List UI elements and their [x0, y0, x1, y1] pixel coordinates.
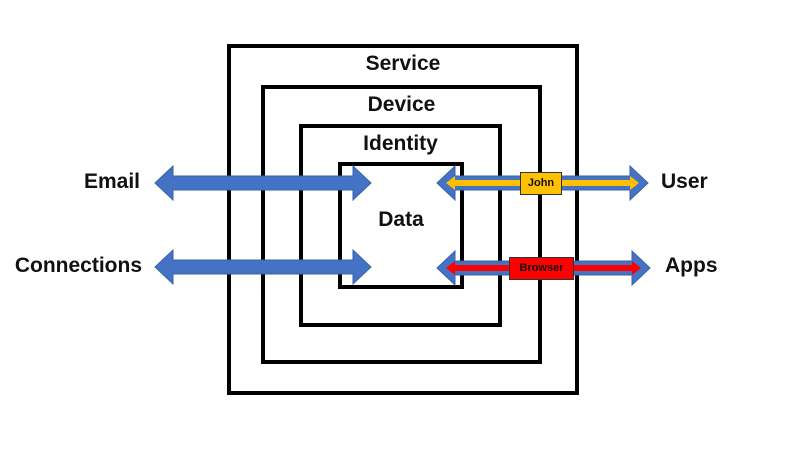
apps-label: Apps [665, 254, 718, 277]
data-title: Data [378, 208, 424, 231]
email-label: Email [83, 170, 140, 193]
connections-arrow [154, 248, 372, 286]
user-label: User [661, 170, 708, 193]
email-arrow [154, 164, 372, 202]
identity-title: Identity [363, 132, 438, 155]
identity-box: Identity [299, 124, 502, 327]
connections-label: Connections [14, 254, 142, 277]
device-box: Device [261, 85, 542, 364]
data-box: Data [338, 162, 464, 289]
device-title: Device [367, 93, 436, 116]
service-title: Service [365, 52, 441, 75]
service-box: Service [227, 44, 579, 395]
browser-tag: Browser [509, 257, 574, 280]
john-tag: John [520, 172, 562, 195]
